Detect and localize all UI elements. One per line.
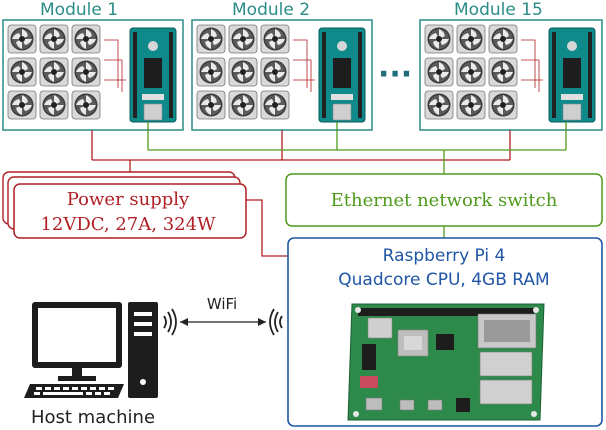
ethernet-switch: Ethernet network switch: [285, 173, 603, 227]
module-2: Module 2: [191, 0, 373, 131]
fan-wires: [104, 39, 126, 92]
host-machine: Host machine: [24, 302, 158, 428]
raspberry-pi-specs: Quadcore CPU, 4GB RAM: [338, 270, 549, 290]
power-supply-box: [13, 183, 247, 239]
arrow-right-icon: [258, 318, 266, 326]
wifi-signal-left-icon: [163, 308, 177, 336]
more-modules-ellipsis: ···: [378, 57, 412, 92]
ethernet-wires: [147, 122, 567, 238]
module-15-frame: [419, 19, 603, 131]
module-1-label: Module 1: [40, 0, 118, 20]
power-supply-specs: 12VDC, 27A, 324W: [40, 214, 216, 235]
fan-array: [425, 25, 517, 119]
raspberry-pi-board-image: [347, 303, 545, 421]
module-2-label: Module 2: [232, 0, 310, 20]
arrow-left-icon: [180, 318, 188, 326]
power-supply-title: Power supply: [67, 189, 190, 210]
fan-wires: [293, 39, 315, 92]
fan-array: [197, 25, 289, 119]
module-1: Module 1: [2, 0, 184, 131]
power-wires: [91, 130, 511, 257]
module-1-frame: [2, 19, 184, 131]
computer-icon: [24, 302, 158, 398]
power-supply: Power supply 12VDC, 27A, 324W: [2, 171, 247, 239]
host-machine-label: Host machine: [31, 407, 155, 428]
wifi-link: WiFi: [163, 295, 283, 336]
arduino-board: [129, 27, 177, 123]
ethernet-switch-label: Ethernet network switch: [331, 190, 558, 211]
raspberry-pi-title: Raspberry Pi 4: [383, 246, 506, 266]
module-15: Module 15: [419, 0, 603, 131]
arduino-board: [318, 27, 366, 123]
ethernet-switch-box: [285, 173, 603, 227]
module-15-label: Module 15: [454, 0, 543, 20]
raspberry-pi: Raspberry Pi 4 Quadcore CPU, 4GB RAM: [287, 237, 603, 427]
wifi-signal-right-icon: [269, 308, 283, 336]
wifi-label: WiFi: [207, 295, 237, 313]
fan-array: [8, 25, 100, 119]
arduino-board: [548, 27, 596, 123]
fan-wires: [521, 39, 543, 92]
